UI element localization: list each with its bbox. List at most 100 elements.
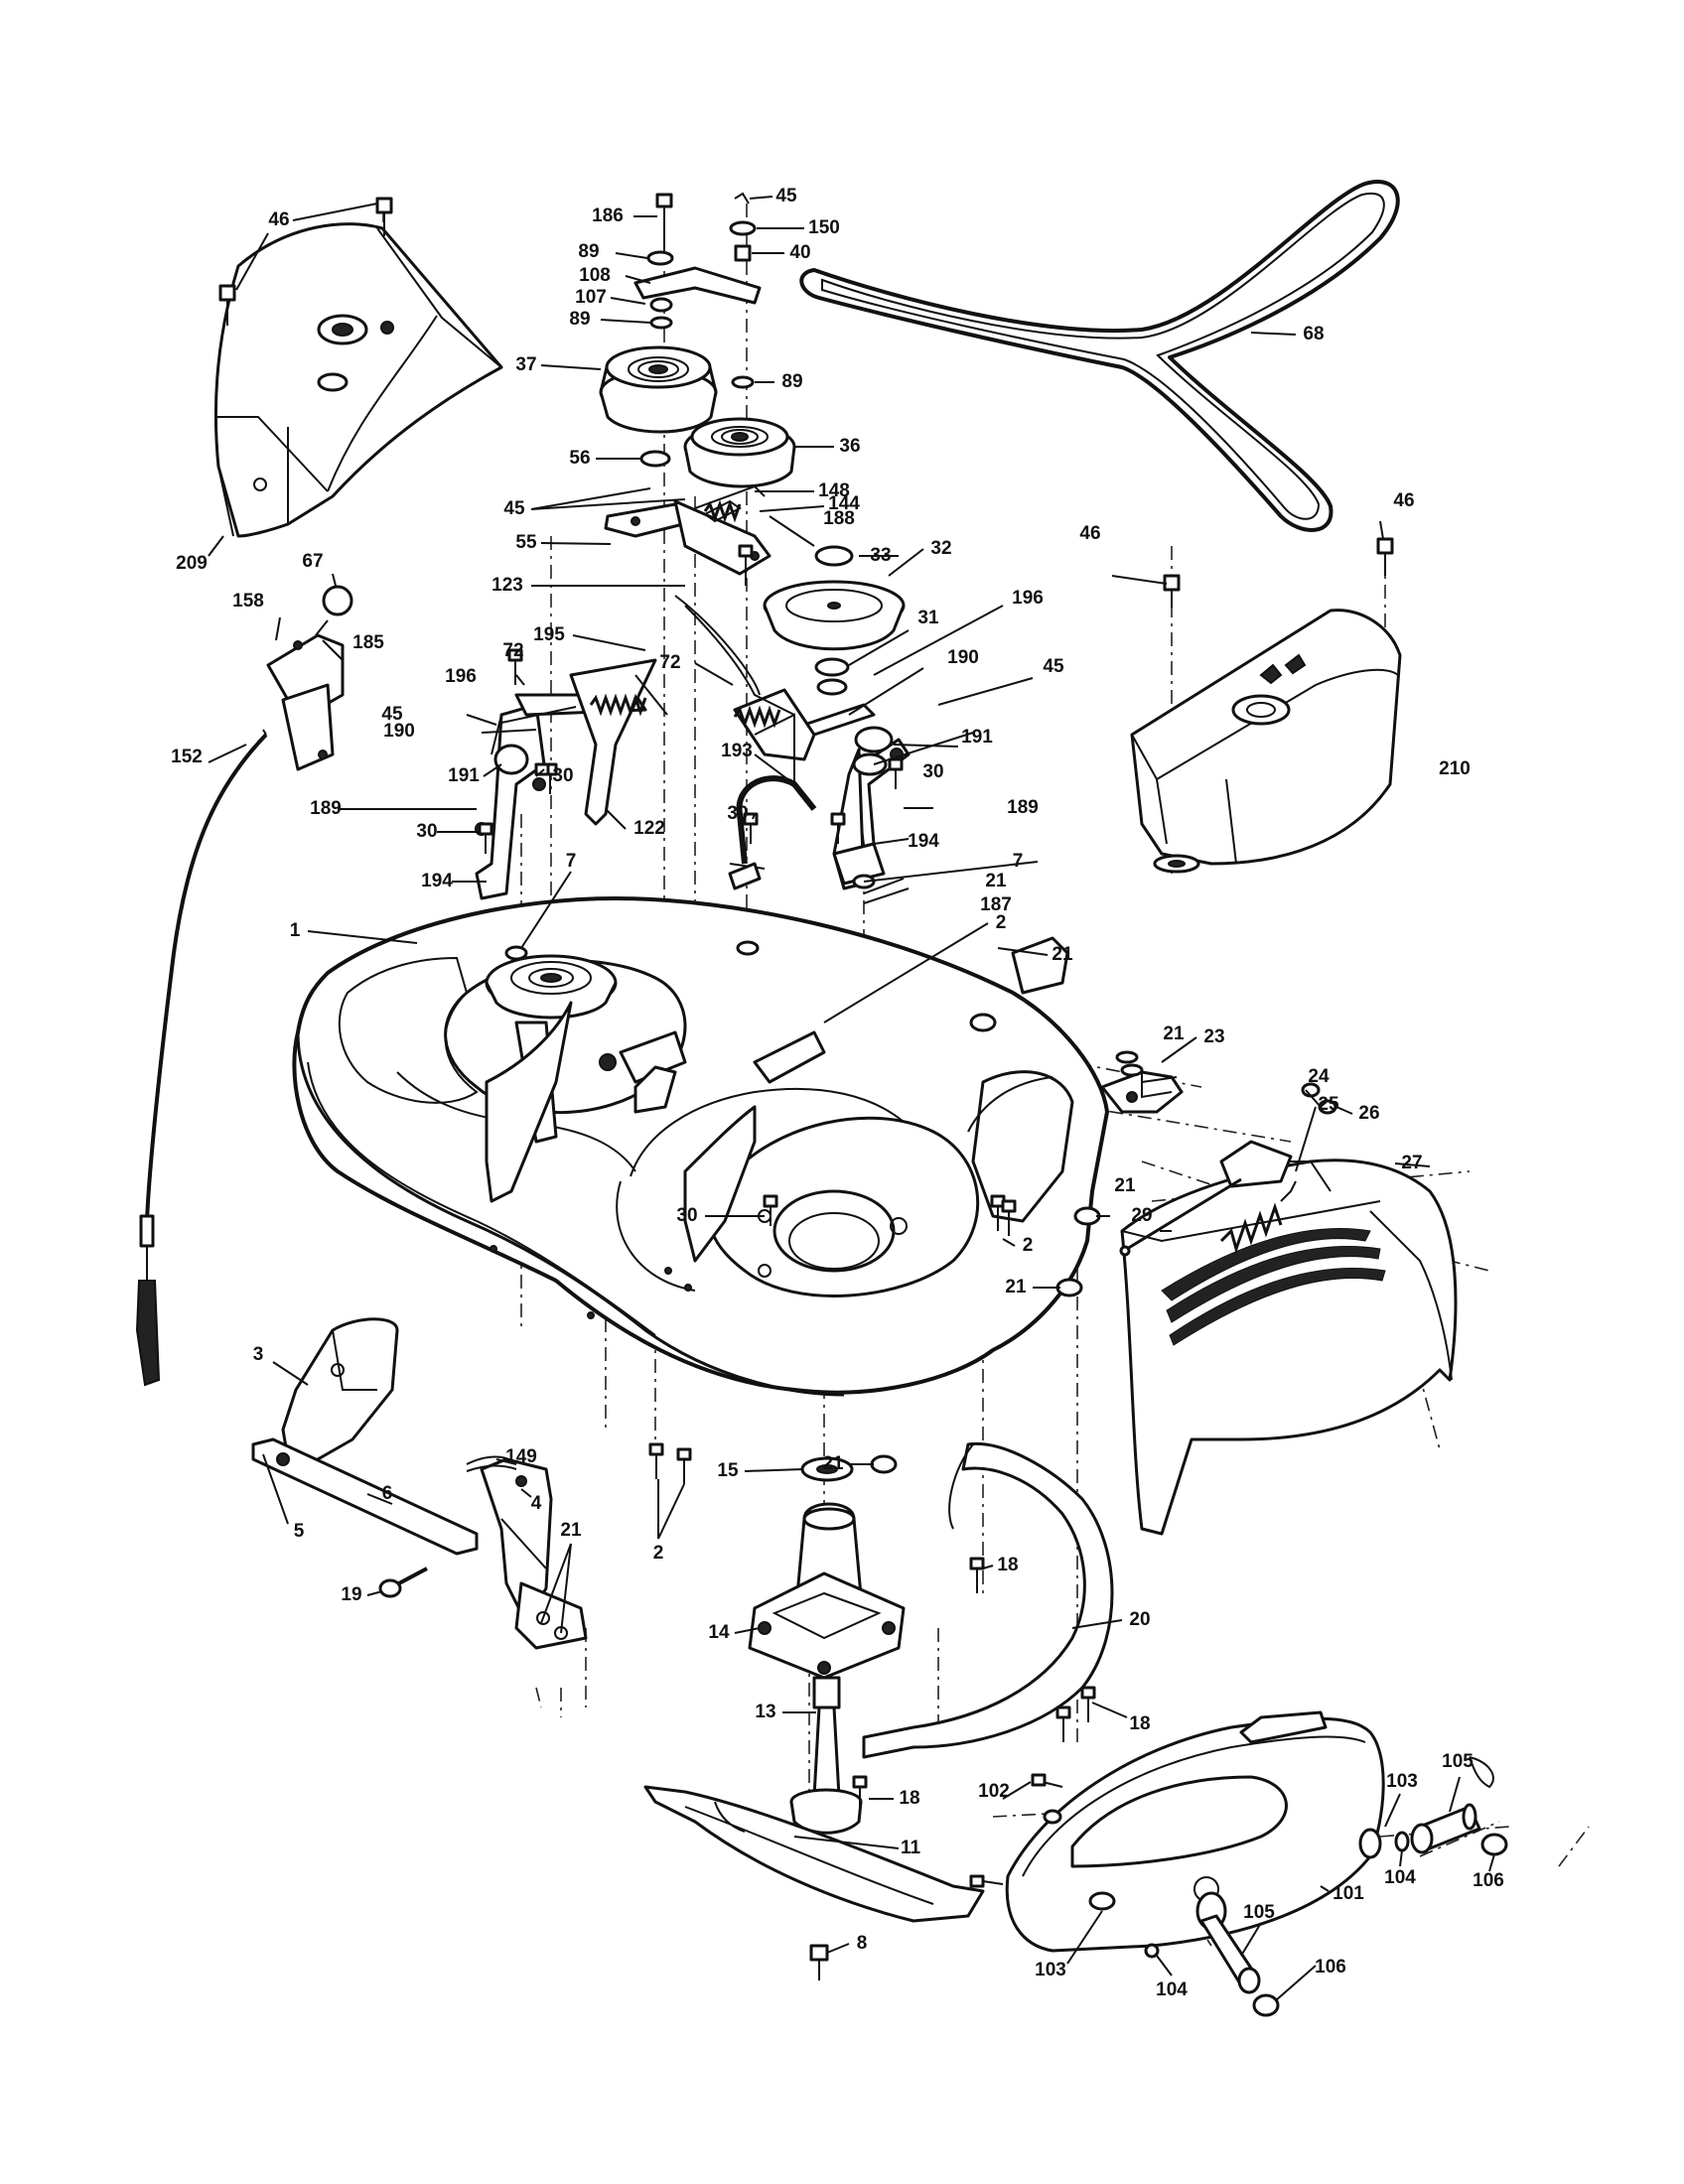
callout-36: 36 — [839, 436, 861, 457]
callout-190: 190 — [947, 647, 979, 668]
callout-150: 150 — [808, 217, 840, 238]
blade-11 — [643, 1785, 985, 1923]
callout-2: 2 — [652, 1543, 664, 1564]
callout-89: 89 — [781, 371, 803, 392]
callout-101: 101 — [1333, 1883, 1364, 1904]
pin-149 — [466, 1455, 517, 1472]
callout-194: 194 — [908, 831, 939, 852]
springs-72 — [589, 499, 795, 729]
deck-shell — [292, 896, 1109, 1397]
callout-72: 72 — [502, 640, 524, 661]
idler-pulley-36 — [683, 417, 796, 488]
callout-21: 21 — [822, 1453, 844, 1474]
callout-108: 108 — [579, 265, 611, 286]
mulch-plug-hardware — [1144, 1756, 1508, 2017]
lift-arm-left — [251, 1317, 588, 1650]
rod-29 — [1119, 1177, 1242, 1257]
callout-209: 209 — [176, 553, 208, 574]
spring-25 — [1219, 1180, 1297, 1255]
callout-8: 8 — [856, 1933, 868, 1954]
bolt-8 — [809, 1944, 829, 1980]
callout-89: 89 — [578, 241, 600, 262]
callout-30: 30 — [922, 761, 944, 782]
callout-21: 21 — [1052, 944, 1073, 965]
belt-cover-right — [1130, 609, 1402, 874]
callout-18: 18 — [899, 1788, 920, 1809]
callout-7: 7 — [565, 851, 577, 872]
callout-188: 188 — [823, 508, 855, 529]
spindle-housing-14 — [748, 1456, 906, 1709]
callout-25: 25 — [1318, 1094, 1339, 1115]
callout-30: 30 — [676, 1205, 698, 1226]
discharge-chute-27 — [1120, 1140, 1458, 1536]
callout-107: 107 — [575, 287, 607, 308]
callout-2: 2 — [1022, 1235, 1034, 1256]
callout-56: 56 — [569, 448, 591, 469]
misc-fasteners — [478, 544, 1337, 1888]
callout-30: 30 — [727, 803, 749, 824]
callout-2: 2 — [995, 912, 1007, 933]
callout-152: 152 — [171, 747, 203, 767]
bolt-46-right — [1163, 537, 1394, 608]
spindle-shaft-13 — [789, 1706, 863, 1835]
callout-195: 195 — [533, 624, 565, 645]
callout-40: 40 — [789, 242, 811, 263]
callout-26: 26 — [1358, 1103, 1380, 1124]
callout-46: 46 — [1079, 523, 1101, 544]
callout-67: 67 — [302, 551, 324, 572]
callout-45: 45 — [775, 186, 797, 206]
callout-187: 187 — [980, 894, 1012, 915]
callout-31: 31 — [917, 608, 939, 628]
callout-24: 24 — [1308, 1066, 1330, 1087]
belt-68 — [799, 180, 1400, 532]
callout-27: 27 — [1401, 1153, 1423, 1173]
callout-45: 45 — [1043, 656, 1064, 677]
callout-21: 21 — [985, 871, 1007, 891]
lift-bracket-right — [733, 688, 911, 890]
callout-37: 37 — [515, 354, 537, 375]
callout-68: 68 — [1303, 324, 1325, 344]
callout-196: 196 — [1012, 588, 1044, 609]
callout-191: 191 — [961, 727, 993, 748]
callout-196: 196 — [445, 666, 477, 687]
callout-20: 20 — [1129, 1609, 1151, 1630]
callout-14: 14 — [708, 1622, 730, 1643]
callout-186: 186 — [592, 205, 624, 226]
callout-46: 46 — [1393, 490, 1415, 511]
callout-189: 189 — [1007, 797, 1039, 818]
callout-13: 13 — [755, 1702, 776, 1722]
callout-194: 194 — [421, 871, 453, 891]
callout-30: 30 — [416, 821, 438, 842]
callout-106: 106 — [1473, 1870, 1504, 1891]
callout-45: 45 — [503, 498, 525, 519]
pulley-32 — [763, 545, 906, 696]
callout-15: 15 — [717, 1460, 739, 1481]
bolt-46-left — [218, 197, 393, 326]
knob-67 — [322, 585, 353, 616]
callout-23: 23 — [1203, 1026, 1225, 1047]
callout-21: 21 — [1163, 1024, 1185, 1044]
callout-18: 18 — [997, 1555, 1019, 1575]
mulch-cover-101 — [1005, 1710, 1385, 1953]
callout-21: 21 — [1005, 1277, 1027, 1297]
callout-6: 6 — [381, 1483, 393, 1504]
callout-144: 144 — [828, 493, 860, 514]
callout-104: 104 — [1156, 1979, 1188, 2000]
callout-123: 123 — [491, 575, 523, 596]
callout-210: 210 — [1439, 758, 1471, 779]
callout-18: 18 — [1129, 1713, 1151, 1734]
callout-3: 3 — [252, 1344, 264, 1365]
cable-152 — [135, 729, 268, 1387]
callout-105: 105 — [1442, 1751, 1474, 1772]
callout-158: 158 — [232, 591, 264, 612]
callout-189: 189 — [310, 798, 342, 819]
callout-11: 11 — [900, 1838, 921, 1858]
callout-21: 21 — [560, 1520, 582, 1541]
callout-102: 102 — [978, 1781, 1010, 1802]
callout-32: 32 — [930, 538, 952, 559]
callout-33: 33 — [870, 545, 892, 566]
callout-89: 89 — [569, 309, 591, 330]
callout-4: 4 — [530, 1493, 542, 1514]
